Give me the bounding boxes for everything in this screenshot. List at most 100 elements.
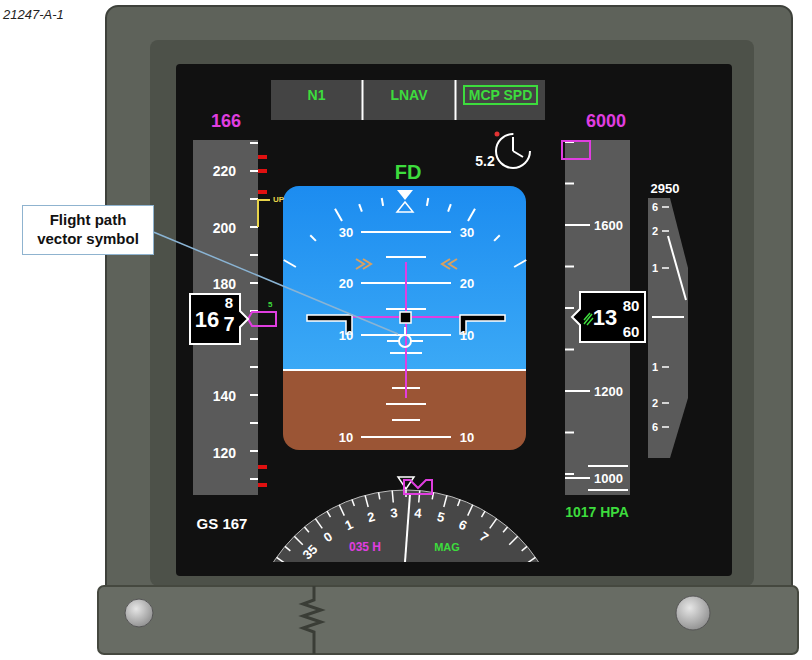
heading-number: 4 xyxy=(414,506,422,520)
heading-tick xyxy=(339,505,344,516)
attitude-indicator xyxy=(387,327,423,341)
pitch-number: 30 xyxy=(339,226,353,239)
attitude-indicator xyxy=(386,403,426,405)
speed-scale-number: 140 xyxy=(213,389,236,403)
heading-rose xyxy=(248,477,564,660)
vsi-tick xyxy=(662,267,669,269)
speed-tick xyxy=(250,366,258,368)
speed-tape xyxy=(258,169,267,173)
flight-director-flag: FD xyxy=(395,162,422,182)
altitude-scale-number: 1000 xyxy=(594,472,623,485)
heading-tick xyxy=(277,557,287,562)
heading-tick xyxy=(379,492,380,499)
pitch-number: 20 xyxy=(460,277,474,290)
attitude-indicator xyxy=(283,369,526,371)
altitude-tape xyxy=(588,489,628,491)
speed-tick xyxy=(250,198,258,200)
bank-tick xyxy=(494,235,500,241)
speed-tick xyxy=(250,170,258,172)
altitude-scale-number: 1600 xyxy=(594,219,623,232)
attitude-indicator xyxy=(361,232,451,437)
attitude-indicator xyxy=(283,370,526,450)
heading-tick xyxy=(509,536,517,544)
attitude-indicator xyxy=(356,259,371,269)
heading-tick xyxy=(482,511,486,517)
speed-tape xyxy=(258,190,267,194)
vsi-scale-number: 1 xyxy=(652,263,658,274)
vsi-tick xyxy=(662,230,669,232)
pitch-number: 30 xyxy=(460,226,474,239)
fma-bar xyxy=(271,80,545,120)
flap-marker: UP xyxy=(273,196,284,204)
altitude-tick xyxy=(565,349,574,351)
stopwatch-symbol xyxy=(495,132,500,137)
stopwatch-symbol xyxy=(496,134,530,168)
bank-tick xyxy=(382,198,383,206)
attitude-indicator xyxy=(284,198,526,267)
altitude-tick xyxy=(565,224,590,226)
heading-tick xyxy=(419,491,420,503)
attitude-indicator xyxy=(386,256,426,258)
heading-tick xyxy=(468,505,473,516)
bank-tick xyxy=(310,235,316,241)
vsi-tick xyxy=(662,426,669,428)
attitude-indicator xyxy=(397,202,413,212)
speed-tape xyxy=(258,200,270,227)
speed-scale-number: 120 xyxy=(213,446,236,460)
speed-scale-number: 180 xyxy=(213,277,236,291)
bank-tick xyxy=(284,260,296,267)
pitch-number: 10 xyxy=(460,329,474,342)
speed-scale-number: 220 xyxy=(213,164,236,178)
speed-tape xyxy=(258,483,267,487)
mode-text: N1 xyxy=(308,85,326,105)
altitude-tick xyxy=(565,390,590,392)
bank-tick xyxy=(448,204,451,212)
bank-tick xyxy=(514,260,526,267)
heading-rose xyxy=(258,490,555,562)
mode-text: LNAV xyxy=(390,85,427,105)
speed-readout: 16 xyxy=(195,309,219,331)
speed-readout-digit: 8 xyxy=(225,295,233,310)
selected-speed: 166 xyxy=(211,112,241,130)
speed-tick xyxy=(250,142,258,144)
stopwatch-symbol xyxy=(513,137,523,157)
heading-number: 3 xyxy=(390,506,398,520)
heading-tick xyxy=(503,527,507,532)
vsi-tick xyxy=(662,402,669,404)
altitude-tape xyxy=(588,465,628,467)
altitude-tick xyxy=(565,473,574,475)
mode-annunciator: MCP SPD xyxy=(457,81,544,119)
selected-altitude: 6000 xyxy=(586,112,626,130)
altitude-scale-number: 1200 xyxy=(594,385,623,398)
pitch-number: 10 xyxy=(339,329,353,342)
bank-tick xyxy=(359,204,362,212)
attitude-indicator xyxy=(361,436,451,438)
flap-marker: 5 xyxy=(268,301,272,309)
timer-value: 5.2 xyxy=(475,154,494,168)
heading-tick xyxy=(526,557,536,562)
altitude-tape xyxy=(572,292,645,342)
speed-tick xyxy=(250,338,258,340)
fma-bar xyxy=(271,80,545,120)
vsi-scale-number: 2 xyxy=(652,226,658,237)
display-bezel xyxy=(676,596,710,630)
selected-heading: 035 H xyxy=(349,541,381,553)
heading-tick xyxy=(294,536,302,544)
vertical-speed-scale xyxy=(648,198,688,458)
attitude-indicator xyxy=(399,335,411,347)
barometric-setting: 1017 HPA xyxy=(565,505,629,519)
leader-line xyxy=(154,232,398,334)
speed-tape xyxy=(190,294,248,344)
vsi-scale-number: 1 xyxy=(652,362,658,373)
display-bezel xyxy=(125,599,153,627)
altitude-tick xyxy=(565,266,574,268)
heading-tick xyxy=(285,546,290,550)
altitude-tape xyxy=(584,313,593,325)
speed-tick xyxy=(250,394,258,396)
speed-tick xyxy=(250,478,258,480)
heading-tick xyxy=(304,527,308,532)
altitude-tick xyxy=(565,307,574,309)
ground-speed: GS 167 xyxy=(197,516,248,531)
pitch-number: 10 xyxy=(460,431,474,444)
